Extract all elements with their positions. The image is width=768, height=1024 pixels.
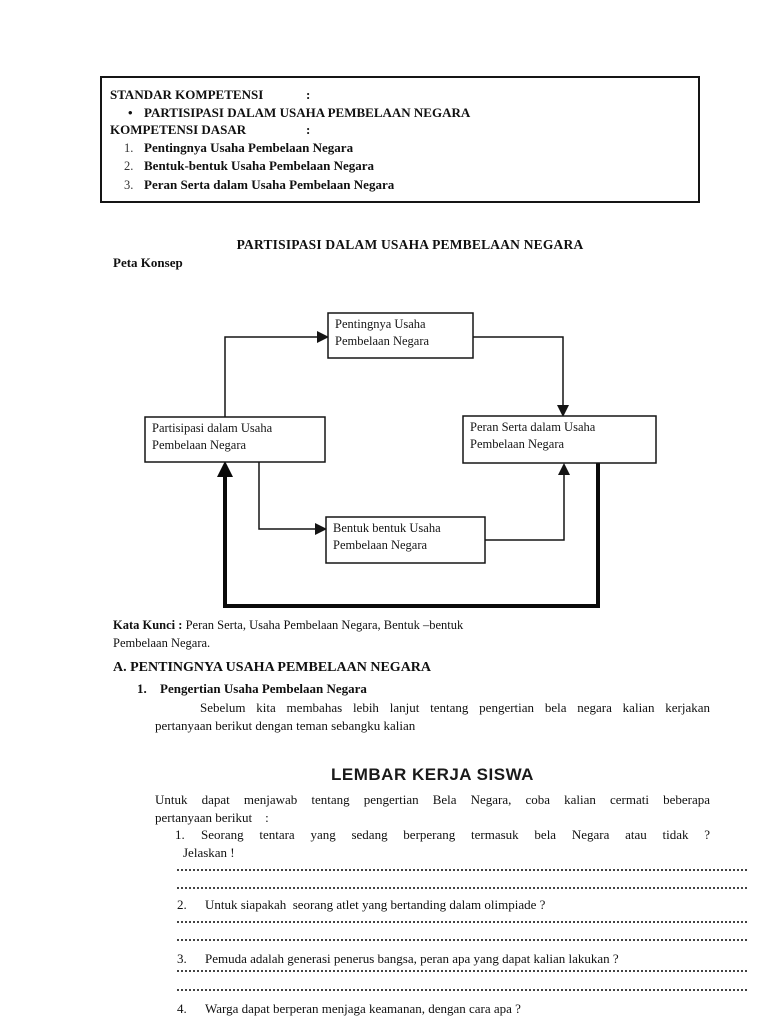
worksheet-intro-line1: Untuk dapat menjawab tentang pengertian … <box>155 792 710 807</box>
connector-feedback-thick <box>223 463 600 608</box>
question-number: 4. <box>177 1001 187 1016</box>
concept-box-label: Pembelaan Negara <box>470 437 565 451</box>
section-a-subheading: 1. Pengertian Usaha Pembelaan Negara <box>137 680 367 697</box>
concept-box-right: Peran Serta dalam Usaha Pembelaan Negara <box>462 415 657 464</box>
kata-kunci-line1: Kata Kunci : Peran Serta, Usaha Pembelaa… <box>113 617 463 634</box>
connector-left-to-bottom <box>258 462 317 530</box>
bullet-icon: • <box>128 104 133 120</box>
item-text: Bentuk-bentuk Usaha Pembelaan Negara <box>144 158 375 173</box>
question-number: 3. <box>177 951 187 966</box>
item-number: 2. <box>124 159 134 173</box>
standar-kompetensi-row: STANDAR KOMPETENSI: <box>110 86 690 104</box>
concept-box-label: Peran Serta dalam Usaha <box>470 420 596 434</box>
section-a-paragraph-line2: pertanyaan berikut dengan teman sebangku… <box>155 718 416 733</box>
standar-colon: : <box>306 87 311 102</box>
question-number: 1. <box>175 827 185 842</box>
concept-box-label: Pembelaan Negara <box>335 334 430 348</box>
concept-box-label: Bentuk bentuk Usaha <box>333 521 441 535</box>
answer-line <box>177 939 747 941</box>
concept-box-label: Partisipasi dalam Usaha <box>152 421 273 435</box>
kompetensi-dasar-label: KOMPETENSI DASAR <box>110 122 247 137</box>
concept-box-top: Pentingnya Usaha Pembelaan Negara <box>327 312 474 359</box>
question-text: Untuk siapakah seorang atlet yang bertan… <box>205 897 546 912</box>
concept-box-left: Partisipasi dalam Usaha Pembelaan Negara <box>144 416 326 463</box>
answer-line <box>177 887 747 889</box>
peta-konsep-label: Peta Konsep <box>113 255 183 270</box>
answer-line <box>177 869 747 871</box>
answer-line <box>177 989 747 991</box>
answer-line <box>177 970 747 972</box>
question-text: Seorang tentara yang sedang berperang te… <box>201 827 710 842</box>
kompetensi-dasar-row: KOMPETENSI DASAR: <box>110 121 690 139</box>
concept-box-label: Pembelaan Negara <box>333 538 428 552</box>
question-text: Warga dapat berperan menjaga keamanan, d… <box>205 1001 521 1016</box>
concept-box-bottom: Bentuk bentuk Usaha Pembelaan Negara <box>325 516 486 564</box>
subheading-number: 1. <box>137 681 147 696</box>
kata-kunci-label: Kata Kunci : <box>113 618 183 632</box>
competency-box: STANDAR KOMPETENSI: • PARTISIPASI DALAM U… <box>100 76 700 203</box>
item-text: Peran Serta dalam Usaha Pembelaan Negara <box>144 176 395 192</box>
answer-line <box>177 921 747 923</box>
section-a-paragraph-line1: Sebelum kita membahas lebih lanjut tenta… <box>200 700 710 715</box>
concept-box-label: Pembelaan Negara <box>152 438 247 452</box>
connector-top-to-right <box>473 336 564 407</box>
concept-box-label: Pentingnya Usaha <box>335 317 426 331</box>
arrow-down-icon <box>557 405 569 417</box>
dasar-colon: : <box>306 122 311 137</box>
question-text-line2: Jelaskan ! <box>183 845 235 860</box>
arrow-right-icon <box>315 523 327 535</box>
item-number: 1. <box>124 140 134 155</box>
standar-item-row: • PARTISIPASI DALAM USAHA PEMBELAAN NEGAR… <box>110 104 690 122</box>
standar-item-text: PARTISIPASI DALAM USAHA PEMBELAAN NEGARA <box>144 104 471 120</box>
dasar-item-row: 1. Pentingnya Usaha Pembelaan Negara <box>110 139 690 158</box>
worksheet-heading: LEMBAR KERJA SISWA <box>331 765 534 784</box>
item-number: 3. <box>124 177 134 192</box>
arrow-right-icon <box>317 331 329 343</box>
connector-left-to-top <box>224 336 319 417</box>
question-number: 2. <box>177 897 187 912</box>
subheading-text: Pengertian Usaha Pembelaan Negara <box>160 681 367 696</box>
arrow-up-icon <box>558 463 570 475</box>
question-text: Pemuda adalah generasi penerus bangsa, p… <box>205 951 619 966</box>
connector-bottom-to-right <box>485 473 565 541</box>
dasar-item-row: 2. Bentuk-bentuk Usaha Pembelaan Negara <box>110 157 690 176</box>
kata-kunci-text: Peran Serta, Usaha Pembelaan Negara, Ben… <box>182 618 464 632</box>
arrow-up-icon <box>217 461 233 477</box>
kata-kunci-line2: Pembelaan Negara. <box>113 636 211 650</box>
section-a-heading: A. PENTINGNYA USAHA PEMBELAAN NEGARA <box>113 660 432 675</box>
page-title: PARTISIPASI DALAM USAHA PEMBELAAN NEGARA <box>236 237 584 252</box>
worksheet-intro-line2: pertanyaan berikut : <box>155 810 269 825</box>
item-text: Pentingnya Usaha Pembelaan Negara <box>144 139 354 155</box>
dasar-item-row: 3. Peran Serta dalam Usaha Pembelaan Nega… <box>110 176 690 195</box>
standar-kompetensi-label: STANDAR KOMPETENSI <box>110 87 264 102</box>
